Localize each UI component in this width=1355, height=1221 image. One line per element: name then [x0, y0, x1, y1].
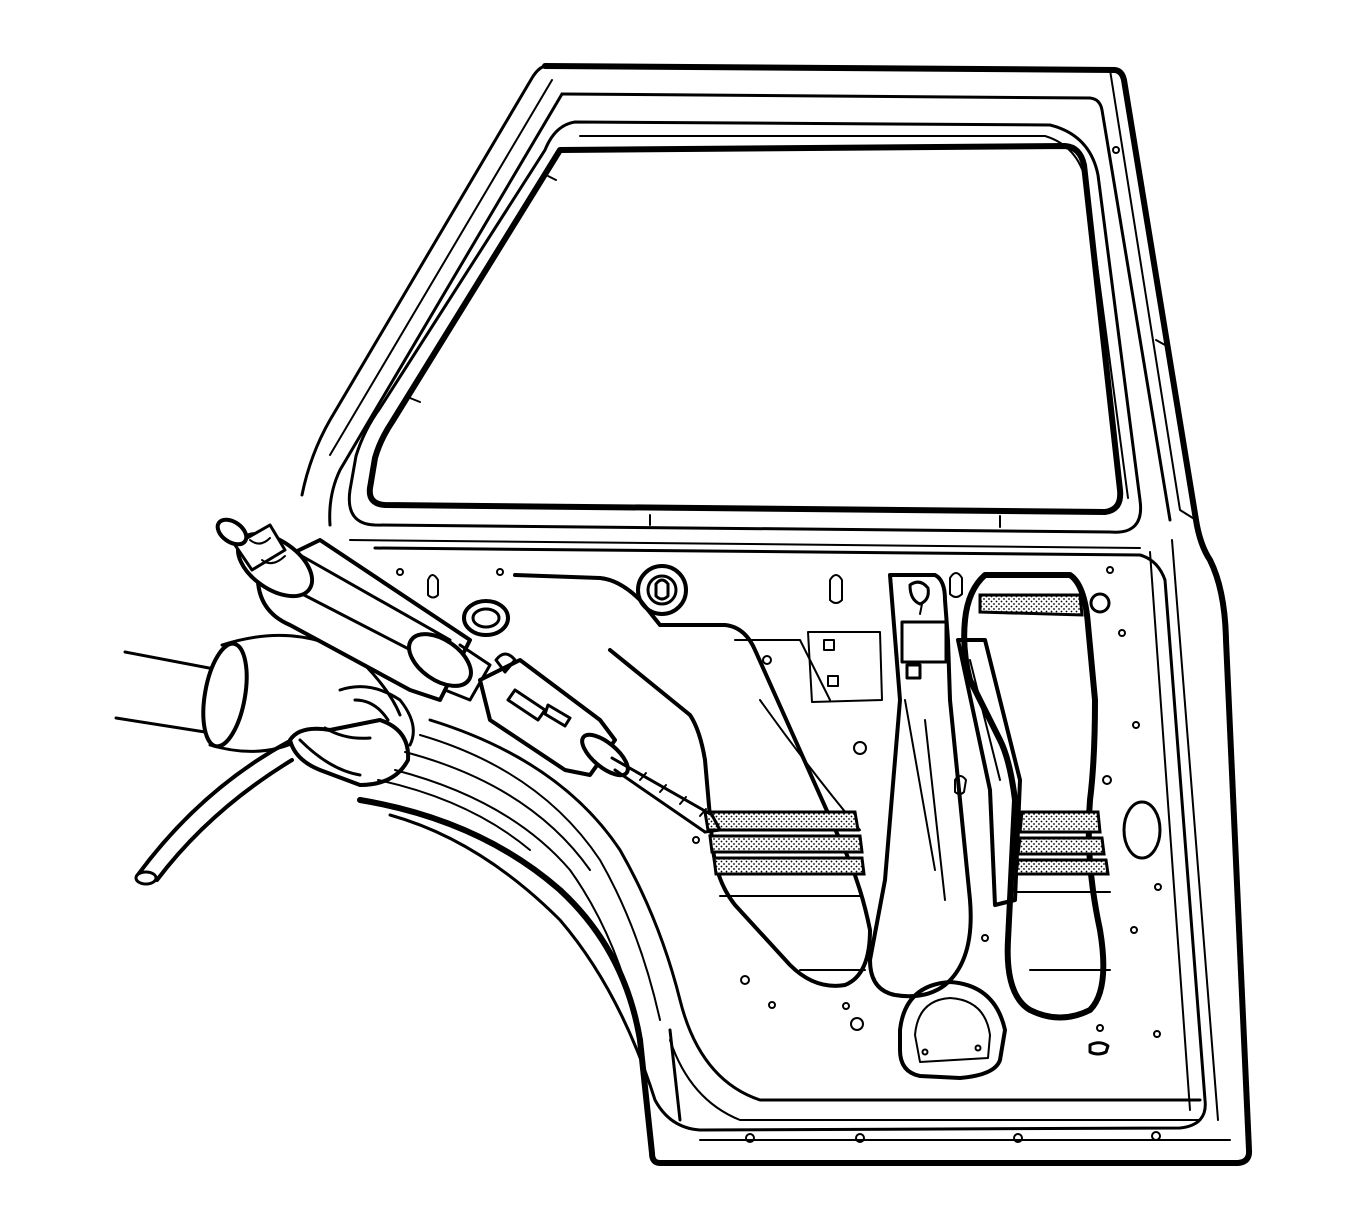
sealant-bands: [703, 810, 1111, 971]
diagonal-strut: [956, 638, 1022, 907]
oval-hole-right: [1122, 800, 1162, 860]
keyhole-slot: [908, 580, 930, 606]
air-hose: [134, 740, 294, 886]
center-panel-cutout: [513, 573, 872, 988]
fastener-holes: [396, 146, 1162, 1143]
bracket-square-lower: [905, 663, 922, 680]
latch-grommet: [636, 564, 688, 616]
trigger-handle: [288, 718, 411, 787]
access-hole-right: [961, 572, 1107, 1021]
sealant-band-3: [712, 856, 866, 876]
door-lower-contours: [377, 718, 1202, 1122]
sealant-strip-top: [978, 593, 1084, 617]
sealant-band-2: [708, 834, 864, 854]
window-opening: [347, 120, 1143, 549]
sealant-band-6: [1014, 858, 1110, 876]
bottom-round-cutout: [898, 980, 1007, 1080]
door-outer-frame: [300, 63, 1253, 1166]
sealant-band-4: [1018, 810, 1102, 834]
oval-grommet-left: [462, 599, 510, 637]
plunger-rod: [215, 517, 249, 547]
caulking-gun: [215, 517, 722, 834]
lower-panel-outline: [373, 539, 1231, 1141]
bracket-square-upper: [900, 620, 948, 664]
sealant-band-5: [1016, 836, 1106, 856]
sealant-band-1: [703, 810, 860, 832]
